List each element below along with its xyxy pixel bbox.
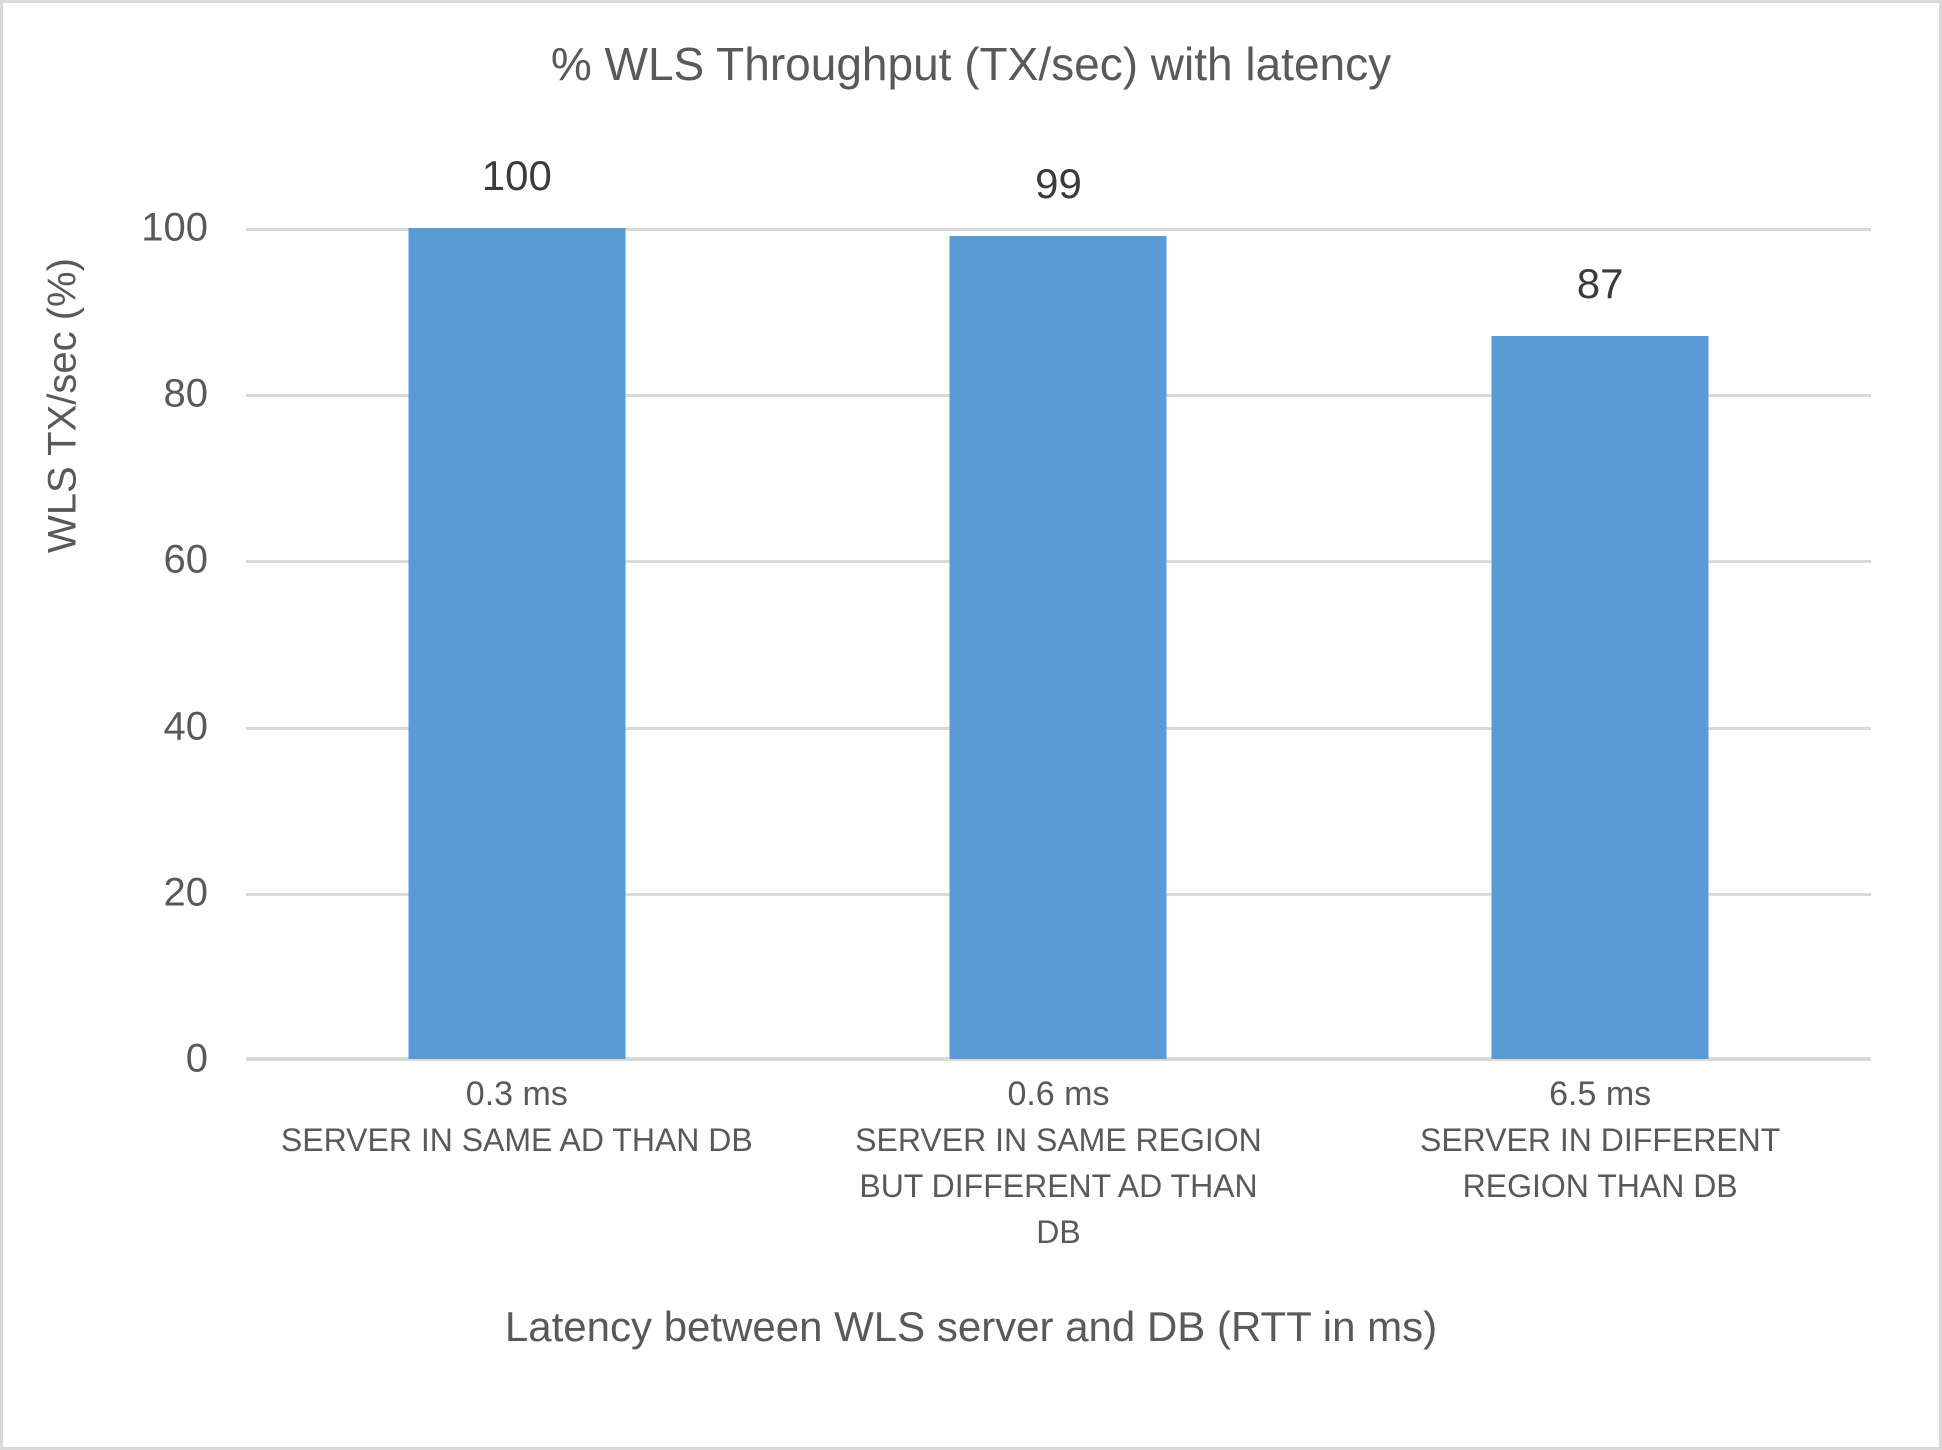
y-tick-label-0: 0: [185, 1036, 208, 1081]
x-category-1: 0.3 ms SERVER IN SAME AD THAN DB: [246, 1071, 788, 1163]
y-tick-label-100: 100: [141, 205, 208, 250]
x-category-3: 6.5 ms SERVER IN DIFFERENT REGION THAN D…: [1329, 1071, 1871, 1209]
x-axis-title: Latency between WLS server and DB (RTT i…: [504, 1303, 1438, 1350]
x-category-2-description: SERVER IN SAME REGION BUT DIFFERENT AD T…: [855, 1122, 1262, 1250]
chart-title: % WLS Throughput (TX/sec) with latency: [550, 38, 1392, 90]
x-category-3-description: SERVER IN DIFFERENT REGION THAN DB: [1419, 1122, 1781, 1204]
y-tick-label-20: 20: [163, 870, 209, 915]
bars-layer: 100 99 87: [246, 152, 1871, 1059]
x-axis-category-labels: 0.3 ms SERVER IN SAME AD THAN DB 0.6 ms …: [246, 1071, 1871, 1251]
bar-value-0.6ms: 99: [1035, 160, 1082, 207]
x-category-1-description: SERVER IN SAME AD THAN DB: [280, 1122, 753, 1158]
y-axis-tick-labels: 100 80 60 40 20 0: [3, 206, 209, 1081]
bar-slot-2: 99: [788, 160, 1330, 1059]
bar-0.6ms[interactable]: [949, 236, 1167, 1059]
bar-slot-1: 100: [246, 152, 788, 1059]
bar-value-0.3ms: 100: [481, 152, 552, 199]
y-tick-label-40: 40: [163, 704, 209, 749]
y-tick-label-60: 60: [163, 537, 209, 582]
bar-value-6.5ms: 87: [1576, 260, 1624, 307]
bar-0.3ms[interactable]: [408, 228, 626, 1059]
x-category-2: 0.6 ms SERVER IN SAME REGION BUT DIFFERE…: [788, 1071, 1330, 1255]
bar-6.5ms[interactable]: [1491, 336, 1709, 1059]
x-axis-baseline: [246, 1057, 1871, 1061]
x-category-3-value: 6.5 ms: [1549, 1075, 1652, 1113]
gridline-100: [246, 228, 1871, 231]
bar-slot-3: 87: [1329, 228, 1871, 1059]
x-category-2-value: 0.6 ms: [1007, 1075, 1110, 1113]
y-tick-label-80: 80: [163, 371, 209, 416]
x-category-1-value: 0.3 ms: [465, 1075, 568, 1113]
